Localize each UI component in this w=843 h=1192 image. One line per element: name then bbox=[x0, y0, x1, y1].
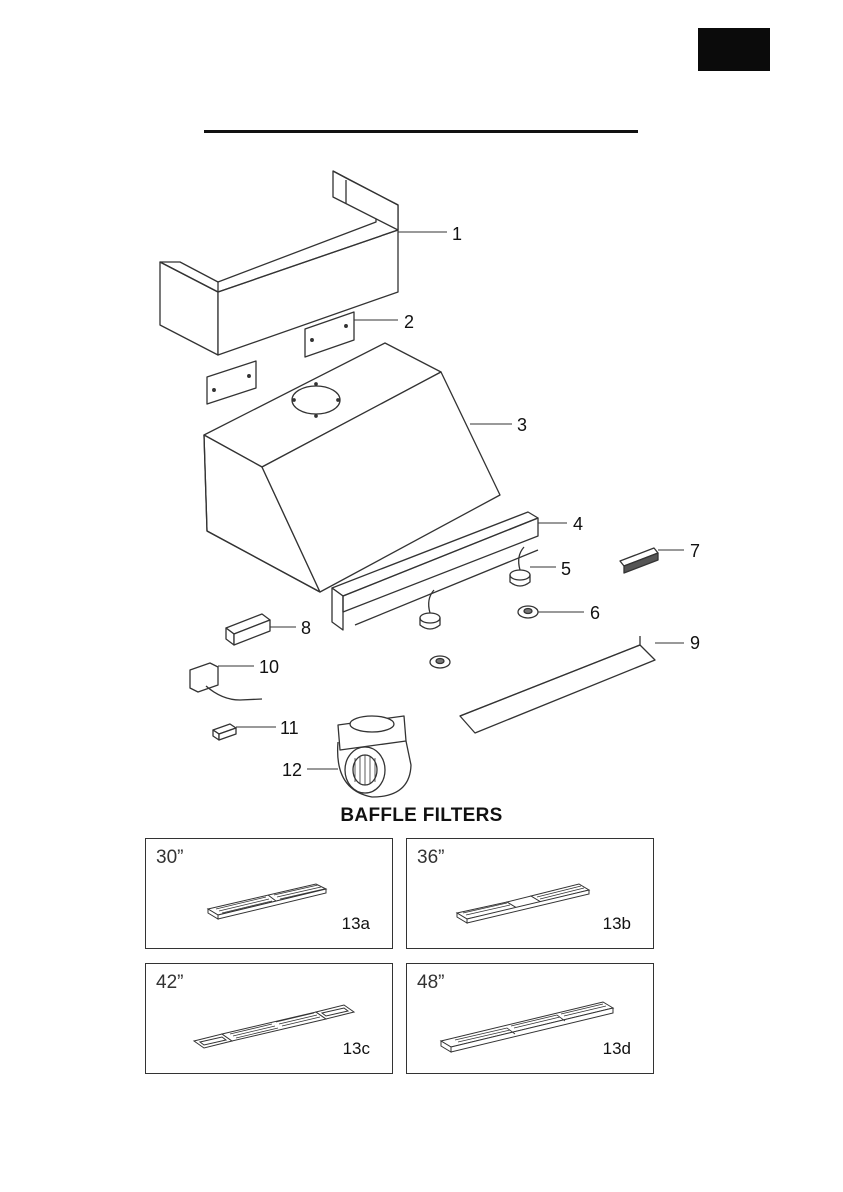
control-switch-part bbox=[620, 548, 658, 573]
callout-6: 6 bbox=[590, 604, 600, 622]
transformer-part bbox=[190, 663, 262, 700]
callout-2: 2 bbox=[404, 313, 414, 331]
callout-3: 3 bbox=[517, 416, 527, 434]
baffle-filters-heading: BAFFLE FILTERS bbox=[0, 805, 843, 827]
filter-box-30: 30” 13a bbox=[145, 838, 393, 949]
callout-1: 1 bbox=[452, 225, 462, 243]
chimney-cover-part bbox=[160, 171, 398, 355]
capacitor-part bbox=[213, 724, 236, 740]
control-box-part bbox=[226, 614, 270, 645]
blower-part bbox=[338, 716, 411, 797]
filter-box-36: 36” 13b bbox=[406, 838, 654, 949]
callout-8: 8 bbox=[301, 619, 311, 637]
callout-4: 4 bbox=[573, 515, 583, 533]
callout-5: 5 bbox=[561, 560, 571, 578]
filter-box-42: 42” 13c bbox=[145, 963, 393, 1074]
filter-drawing-30 bbox=[146, 839, 394, 950]
filter-drawing-36 bbox=[407, 839, 655, 950]
light-cover-part bbox=[430, 606, 538, 668]
callout-9: 9 bbox=[690, 634, 700, 652]
filter-box-48: 48” 13d bbox=[406, 963, 654, 1074]
exploded-parts-diagram bbox=[0, 0, 843, 800]
callout-7: 7 bbox=[690, 542, 700, 560]
callout-12: 12 bbox=[282, 761, 302, 779]
callout-11: 11 bbox=[280, 719, 299, 737]
callout-10: 10 bbox=[259, 658, 279, 676]
filter-drawing-48 bbox=[407, 964, 655, 1075]
back-rail-part bbox=[460, 636, 655, 733]
filter-drawing-42 bbox=[146, 964, 394, 1075]
